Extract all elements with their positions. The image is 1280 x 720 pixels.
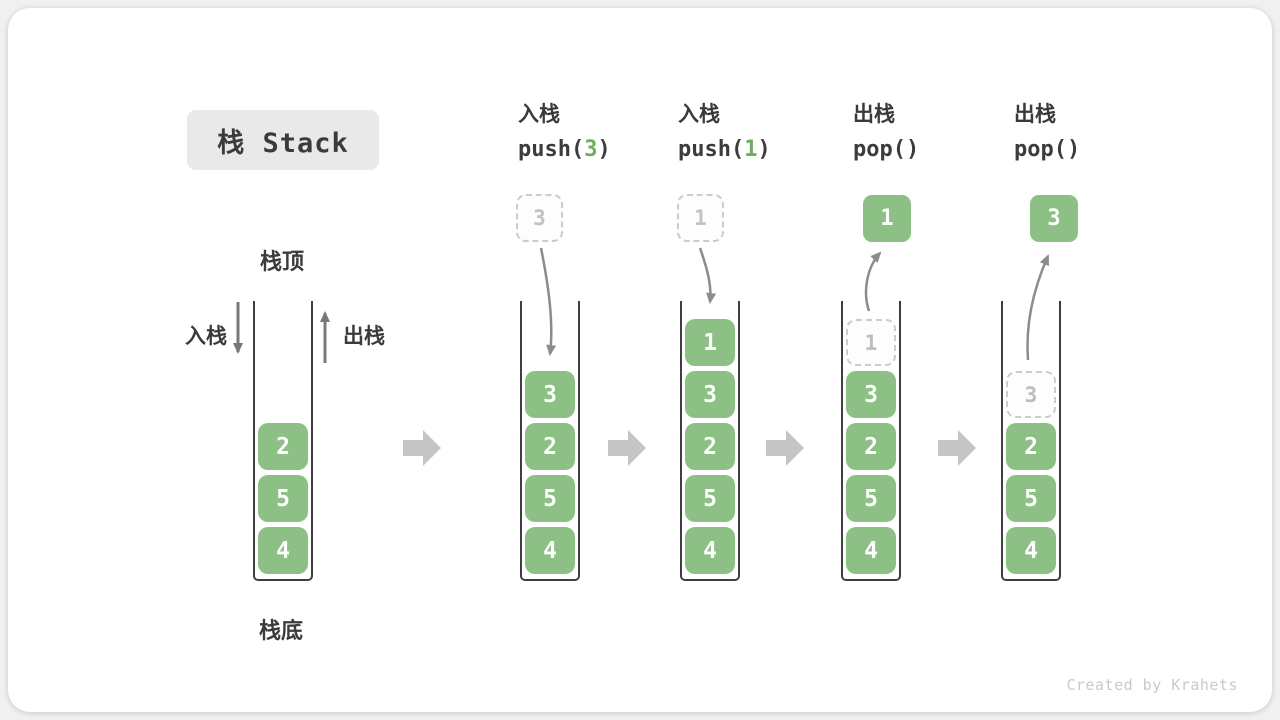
floating-value-box-pop-3: 3 <box>1030 195 1078 242</box>
push-side-label: 入栈 <box>185 325 227 348</box>
stack-cell: 4 <box>846 527 896 574</box>
operation-code-text: push( <box>518 137 585 162</box>
operation-label: 入栈 <box>678 103 720 126</box>
stack-cell: 5 <box>846 475 896 522</box>
stack-container-initial-stack: 4 5 2 <box>253 301 313 581</box>
stack-cell: 3 <box>525 371 575 418</box>
stack-cell: 5 <box>258 475 308 522</box>
stack-container-push-1: 4 5 2 3 1 <box>680 301 740 581</box>
operation-caption-push-3: 入栈 push(3) <box>518 102 611 165</box>
floating-value-box-pop-1: 1 <box>863 195 911 242</box>
watermark: Created by Krahets <box>1066 676 1238 694</box>
operation-code-text: ) <box>597 137 611 162</box>
stack-cell: 1 <box>685 319 735 366</box>
operation-code-text: ) <box>905 137 920 162</box>
stack-cell: 2 <box>258 423 308 470</box>
operation-label: 出栈 <box>1014 103 1056 126</box>
stack-cell: 5 <box>685 475 735 522</box>
operation-label: 出栈 <box>853 103 895 126</box>
stack-container-pop-1: 4 5 2 3 1 <box>841 301 901 581</box>
operation-code-text: ) <box>1066 137 1081 162</box>
operation-arg: 1 <box>744 137 758 162</box>
stack-cell-ghost: 3 <box>1006 371 1056 418</box>
operation-code: pop() <box>853 135 919 165</box>
diagram-title: 栈 Stack <box>187 110 379 170</box>
stack-cell: 3 <box>685 371 735 418</box>
stack-cell: 3 <box>846 371 896 418</box>
operation-code-text: pop( <box>1014 137 1067 162</box>
stack-cell: 5 <box>525 475 575 522</box>
pop-side-label: 出栈 <box>343 325 385 348</box>
floating-value-box-push-1: 1 <box>677 194 724 242</box>
operation-label: 入栈 <box>518 103 560 126</box>
stack-cell: 2 <box>685 423 735 470</box>
stack-cell: 4 <box>525 527 575 574</box>
stack-cell: 4 <box>685 527 735 574</box>
operation-code: push(3) <box>518 135 611 165</box>
operation-code-text: pop( <box>853 137 906 162</box>
operation-code-text: ) <box>757 137 771 162</box>
stack-cell-ghost: 1 <box>846 319 896 366</box>
operation-caption-push-1: 入栈 push(1) <box>678 102 771 165</box>
floating-value-box-push-3: 3 <box>516 194 563 242</box>
stack-cell: 5 <box>1006 475 1056 522</box>
stack-top-label: 栈顶 <box>260 249 305 274</box>
stack-container-pop-3: 4 5 2 3 <box>1001 301 1061 581</box>
stack-bottom-label: 栈底 <box>259 618 304 643</box>
operation-code-text: push( <box>678 137 745 162</box>
operation-caption-pop-1: 出栈 pop() <box>853 102 919 165</box>
stack-cell: 2 <box>525 423 575 470</box>
operation-code: pop() <box>1014 135 1080 165</box>
operation-arg: 3 <box>584 137 598 162</box>
stack-cell: 2 <box>846 423 896 470</box>
stack-container-push-3: 4 5 2 3 <box>520 301 580 581</box>
stack-cell: 4 <box>1006 527 1056 574</box>
stack-cell: 4 <box>258 527 308 574</box>
operation-caption-pop-3: 出栈 pop() <box>1014 102 1080 165</box>
operation-code: push(1) <box>678 135 771 165</box>
stack-cell: 2 <box>1006 423 1056 470</box>
